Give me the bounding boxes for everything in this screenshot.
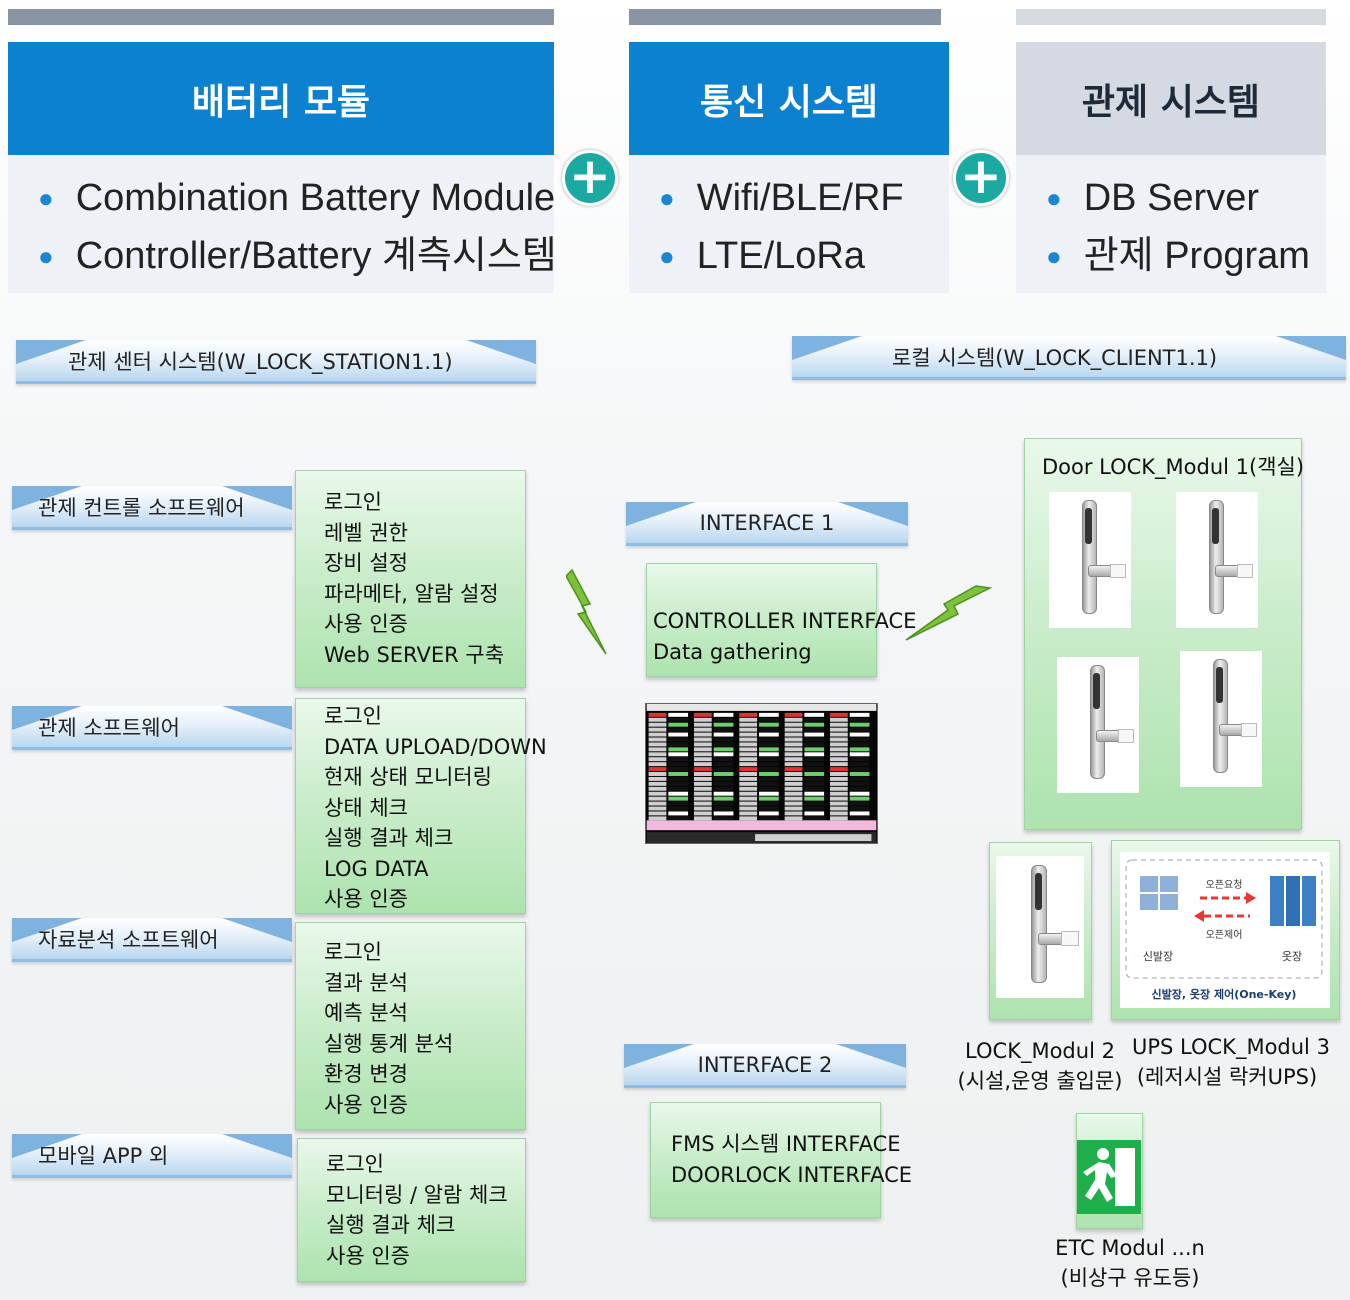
shoe-locker-label: 신발장: [1143, 950, 1173, 963]
door-lock-image: [1057, 657, 1139, 793]
plus-icon: +: [562, 150, 618, 206]
plus-icon: +: [953, 150, 1009, 206]
interface-1-label: INTERFACE 1: [626, 502, 908, 546]
module-label-monitor-software: 관제 소프트웨어: [12, 706, 292, 750]
bullet-item: ●관제 Program: [1046, 235, 1310, 277]
feature-box-monitor-software: 로그인 DATA UPLOAD/DOWN 현재 상태 모니터링 상태 체크 실행…: [295, 698, 547, 914]
feature-box-control-software: 로그인 레벨 권한 장비 설정 파라메타, 알람 설정 사용 인증 Web SE…: [295, 470, 526, 688]
door-lock-image: [1049, 492, 1131, 628]
ups-lock-module-label: UPS LOCK_Modul 3 (레저시설 락커UPS): [1132, 1035, 1330, 1089]
bullet-item: ●Wifi/BLE/RF: [659, 177, 904, 219]
panel-header-control: 관제 시스템: [1016, 42, 1326, 155]
panel-topbar-2: [629, 9, 941, 25]
lightning-icon: [905, 585, 993, 641]
interface-2-box: FMS 시스템 INTERFACE DOORLOCK INTERFACE: [650, 1102, 912, 1218]
panel-title: 관제 시스템: [1081, 81, 1261, 123]
bullet-item: ●Combination Battery Module: [38, 177, 556, 219]
interface-2-label: INTERFACE 2: [624, 1044, 906, 1088]
closet-label: 옷장: [1282, 950, 1302, 963]
lightning-icon: [566, 568, 607, 655]
emergency-exit-icon: [1077, 1140, 1141, 1214]
panel-header-comm: 통신 시스템: [629, 42, 949, 155]
panel-topbar-1: [8, 9, 554, 25]
bullet-item: ●DB Server: [1046, 177, 1259, 219]
door-lock-image: [996, 856, 1084, 998]
bullet-item: ●LTE/LoRa: [659, 235, 865, 277]
bullet-item: ●Controller/Battery 계측시스템: [38, 235, 557, 277]
panel-body-battery: ●Combination Battery Module ●Controller/…: [8, 155, 557, 293]
module-label-control-software: 관제 컨트롤 소프트웨어: [12, 486, 292, 530]
open-control-label: 오픈제어: [1206, 929, 1243, 941]
open-request-label: 오픈요청: [1206, 879, 1243, 891]
panel-header-battery: 배터리 모듈: [8, 42, 554, 155]
panel-topbar-3: [1016, 9, 1326, 25]
feature-box-analysis-software: 로그인 결과 분석 예측 분석 실행 통계 분석 환경 변경 사용 인증: [295, 922, 526, 1130]
locker-control-graphic: 오픈요청 오픈제어 신발장 옷장 신발장, 옷장 제어(One-Key): [1120, 852, 1330, 1008]
etc-module-label: ETC Modul ...n (비상구 유도등): [1055, 1236, 1205, 1290]
module-label-mobile-app: 모바일 APP 외: [12, 1134, 292, 1178]
module-label-analysis-software: 자료분석 소프트웨어: [12, 918, 292, 962]
lock-module-2-label: LOCK_Modul 2 (시설,운영 출입문): [957, 1039, 1123, 1093]
one-key-caption: 신발장, 옷장 제어(One-Key): [1152, 987, 1297, 1001]
feature-box-mobile-app: 로그인 모니터링 / 알람 체크 실행 결과 체크 사용 인증: [297, 1138, 526, 1282]
panel-body-control: ●DB Server ●관제 Program: [1016, 155, 1326, 293]
door-lock-image: [1180, 651, 1262, 787]
door-lock-module-title: Door LOCK_Modul 1(객실): [1041, 455, 1305, 479]
station-system-header: 관제 센터 시스템(W_LOCK_STATION1.1): [16, 340, 536, 384]
client-system-header: 로컬 시스템(W_LOCK_CLIENT1.1): [792, 336, 1346, 380]
panel-title: 통신 시스템: [699, 81, 879, 123]
door-lock-image: [1176, 492, 1258, 628]
interface-1-box: CONTROLLER INTERFACE Data gathering: [646, 563, 916, 677]
panel-title: 배터리 모듈: [191, 81, 371, 123]
panel-body-comm: ●Wifi/BLE/RF ●LTE/LoRa: [629, 155, 949, 293]
controller-screen-thumbnail: [645, 703, 878, 844]
